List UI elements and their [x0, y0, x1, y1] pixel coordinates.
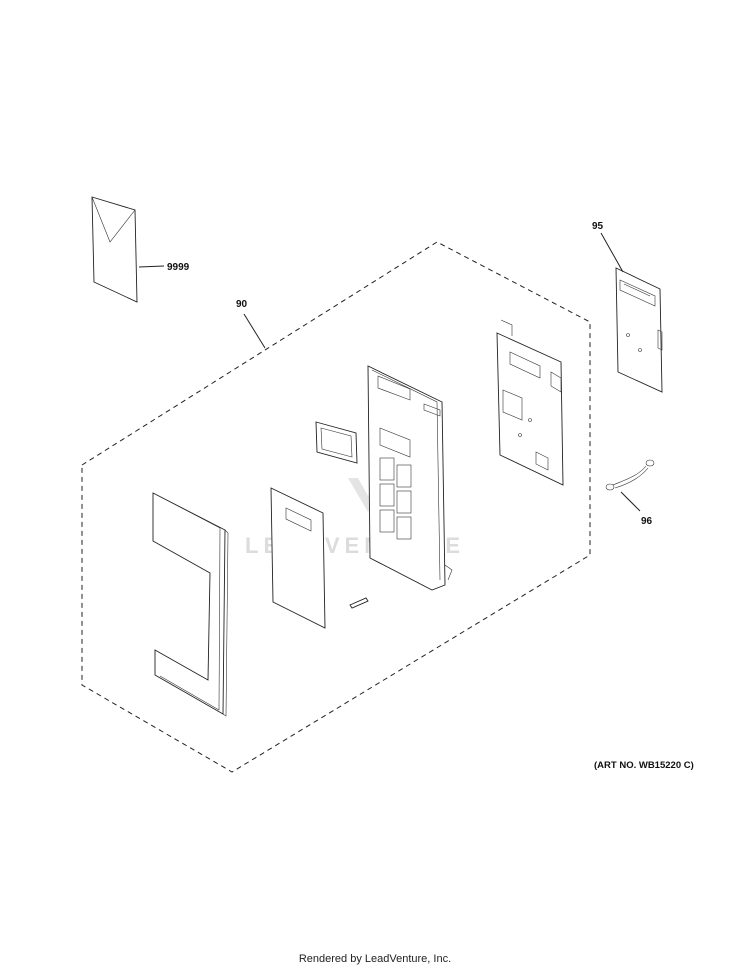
callout-9999: 9999 [167, 262, 190, 273]
wire-lead-part [605, 459, 655, 491]
footer-credit: Rendered by LeadVenture, Inc. [298, 953, 452, 965]
control-board-part [615, 267, 663, 393]
control-decal-sheet [270, 487, 326, 629]
latch-pin-part [349, 597, 369, 609]
art-number: (ART NO. WB15220 C) [594, 760, 694, 771]
kit-boundary [81, 241, 591, 773]
control-bracket [496, 319, 564, 486]
literature-envelope [91, 196, 138, 303]
leader-lines [138, 232, 641, 512]
door-frame-part [152, 492, 229, 717]
control-panel-frame [367, 365, 453, 591]
callout-96: 96 [641, 516, 653, 527]
callout-90: 90 [236, 299, 248, 310]
display-window-part [315, 421, 358, 464]
callout-95: 95 [592, 221, 604, 232]
